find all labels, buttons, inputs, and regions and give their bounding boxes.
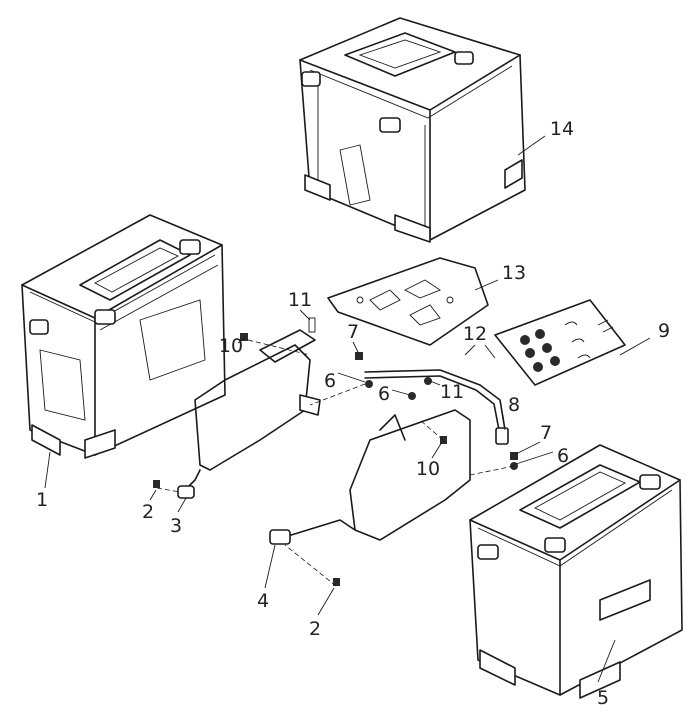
left-side-case-part-1 xyxy=(21,214,226,459)
callout-7: 7 xyxy=(347,321,359,343)
callout-12: 12 xyxy=(463,323,487,345)
right-side-frame xyxy=(269,409,471,545)
top-rack-plate-part-13 xyxy=(327,257,489,346)
callouts: 1 2 3 4 2 5 6 6 6 7 7 8 9 10 10 11 11 12… xyxy=(36,118,670,709)
rack-rail-part-12 xyxy=(364,369,509,445)
callout-5: 5 xyxy=(597,687,609,709)
callout-10: 10 xyxy=(219,335,243,357)
right-side-case-part-5 xyxy=(469,444,683,699)
callout-13: 13 xyxy=(502,262,526,284)
callout-14: 14 xyxy=(550,118,574,140)
callout-11b: 11 xyxy=(440,381,464,403)
callout-6: 6 xyxy=(324,370,336,392)
callout-10b: 10 xyxy=(416,458,440,480)
callout-6c: 6 xyxy=(557,445,569,467)
top-case-part-14 xyxy=(299,17,526,243)
callout-2: 2 xyxy=(142,501,154,523)
callout-1: 1 xyxy=(36,489,48,511)
callout-3: 3 xyxy=(170,515,182,537)
callout-4: 4 xyxy=(257,590,269,612)
fasteners xyxy=(153,317,518,587)
callout-7b: 7 xyxy=(540,422,552,444)
callout-11: 11 xyxy=(288,289,312,311)
callout-8: 8 xyxy=(508,394,520,416)
callout-6b: 6 xyxy=(378,383,390,405)
leader-lines xyxy=(44,135,651,683)
callout-9: 9 xyxy=(658,320,670,342)
hardware-kit-part-9 xyxy=(494,299,626,386)
callout-2b: 2 xyxy=(309,618,321,640)
